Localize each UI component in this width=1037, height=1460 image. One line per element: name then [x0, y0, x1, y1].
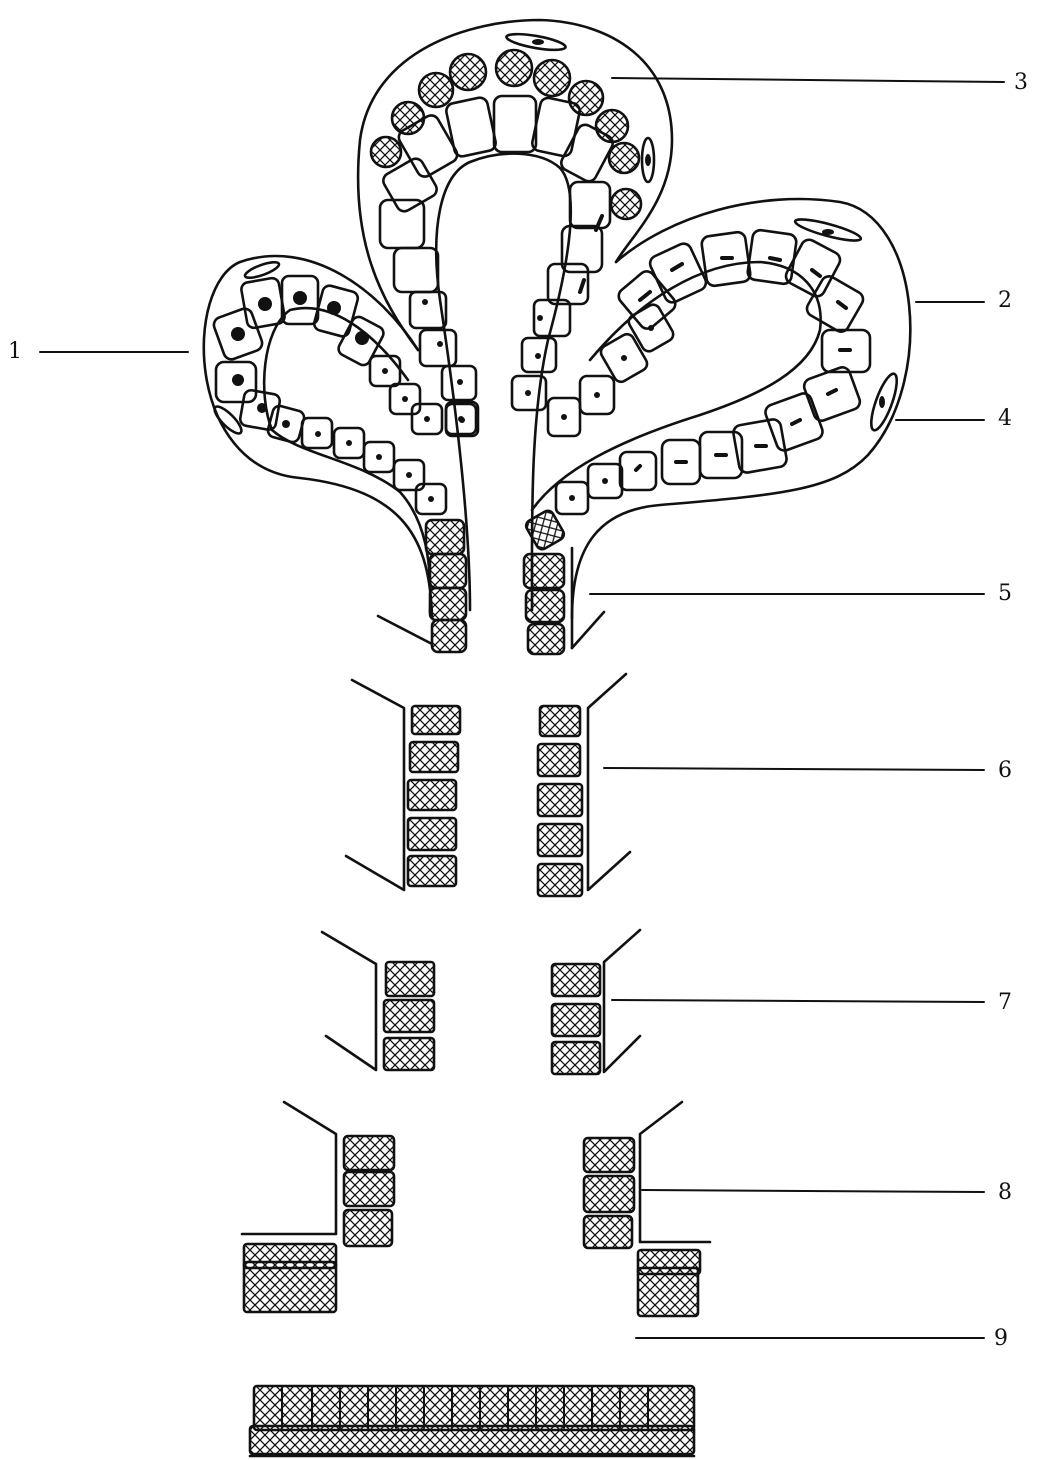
label-5: 5	[998, 583, 1012, 605]
striated-duct	[346, 674, 630, 896]
leader-lines	[40, 78, 1004, 1338]
intercalated-duct	[378, 509, 604, 654]
lumen-right	[532, 262, 821, 510]
excretory-duct	[242, 1102, 710, 1316]
oral-epithelium	[250, 1386, 694, 1456]
secretory-cells-left	[212, 276, 476, 514]
label-8: 8	[998, 1182, 1012, 1204]
label-6: 6	[998, 760, 1012, 782]
label-3: 3	[1014, 72, 1028, 94]
label-7: 7	[998, 992, 1012, 1014]
label-9: 9	[994, 1328, 1008, 1350]
label-1: 1	[8, 341, 22, 363]
label-4: 4	[998, 408, 1012, 430]
lobe-outline-right	[572, 199, 910, 618]
label-2: 2	[998, 290, 1012, 312]
secretory-cells-center	[371, 50, 641, 436]
interlobular-duct	[322, 930, 640, 1074]
